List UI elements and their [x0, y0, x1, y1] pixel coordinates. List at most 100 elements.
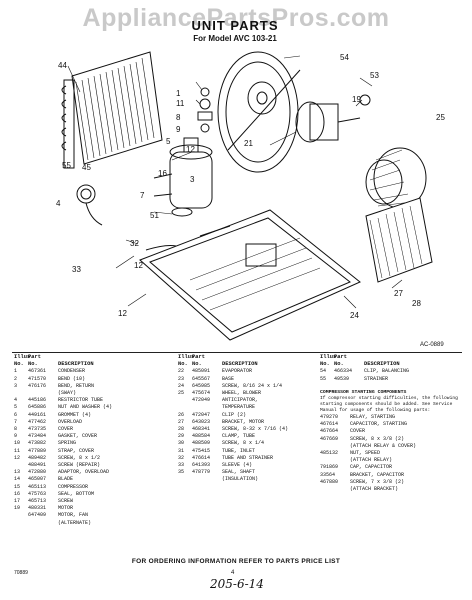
page-title: UNIT PARTS	[191, 18, 279, 33]
parts-row: 54 466334 CLIP, BALANCING	[320, 368, 460, 375]
illus-number: 11	[14, 447, 21, 454]
callout-label: 12	[134, 261, 143, 270]
model-subtitle: For Model AVC 103-21	[193, 34, 277, 43]
part-description: SCREW, 8 x 1/2	[58, 454, 101, 461]
part-number: 476614	[192, 454, 211, 461]
part-description: TEMPERATURE	[222, 404, 256, 411]
part-description: CLIP (2)	[222, 411, 247, 418]
part-number: 465113	[28, 483, 47, 490]
page-number: 4	[231, 570, 235, 576]
part-description: ADAPTOR, OVERLOAD	[58, 469, 110, 476]
part-number: 472047	[192, 411, 211, 418]
part-description: SPRING	[58, 440, 77, 447]
illus-number: 29	[178, 433, 185, 440]
fan-motor	[295, 94, 371, 143]
part-description: MOTOR	[58, 505, 74, 512]
parts-row: (SWAY)	[14, 390, 112, 397]
part-description: MOTOR, FAN	[58, 512, 89, 519]
callout-label: 54	[340, 53, 349, 62]
part-number: 466334	[334, 368, 353, 375]
part-number: 467614	[320, 421, 339, 428]
illus-number: 12	[14, 454, 21, 461]
ordering-footer: FOR ORDERING INFORMATION REFER TO PARTS …	[131, 558, 341, 565]
condenser-coil	[61, 51, 163, 169]
illus-number: 32	[178, 454, 185, 461]
part-description: CLIP, BALANCING	[364, 368, 410, 375]
illus-number: 23	[178, 375, 185, 382]
illus-number: 54	[320, 368, 327, 375]
part-number: 488491	[28, 462, 47, 469]
part-description: EVAPORATOR	[222, 368, 253, 375]
parts-row: (ALTERNATE)	[14, 520, 112, 527]
part-description: SEAL, BOTTOM	[58, 490, 95, 497]
callout-label: 25	[436, 113, 445, 122]
part-number: 472049	[192, 397, 211, 404]
illus-number: 9	[14, 433, 18, 440]
illus-number: 15	[14, 483, 21, 490]
part-description: TUBE AND STRAINER	[222, 454, 274, 461]
callout-label: 12	[118, 309, 127, 318]
callout-label: 1	[176, 89, 181, 98]
part-description: STRAP, COVER	[58, 447, 95, 454]
part-number: 480331	[28, 505, 47, 512]
part-number: 472880	[28, 469, 47, 476]
illus-number: 2	[14, 375, 18, 382]
compressor-components-heading: COMPRESSOR STARTING COMPONENTS	[320, 389, 407, 395]
column-header: No.No.DESCRIPTION	[320, 361, 400, 368]
illus-number: 24	[178, 382, 185, 389]
part-description: TUBE, INLET	[222, 447, 256, 454]
part-number: 473735	[28, 426, 47, 433]
part-number: 478779	[192, 469, 211, 476]
part-number: 791869	[320, 464, 339, 471]
callout-label: 33	[72, 265, 81, 274]
illus-number: 10	[14, 440, 21, 447]
restrictor-coil	[76, 184, 103, 226]
part-description: SCREW, 7 x 3/8 (2)	[350, 478, 405, 485]
callout-label: 19	[352, 95, 361, 104]
part-number: 475415	[192, 447, 211, 454]
illus-number: 14	[14, 476, 21, 483]
part-description: GROMMET (4)	[58, 411, 92, 418]
callout-label: 12	[186, 145, 195, 154]
part-description: SCREW	[58, 498, 74, 505]
starting-component-row: (ATTACH RELAY)	[320, 457, 460, 464]
illus-number: 22	[178, 368, 185, 375]
part-number: 476176	[28, 382, 47, 389]
compressor-components-note: If compressor starting difficulties, the…	[320, 396, 458, 414]
illus-number: 13	[14, 469, 21, 476]
illus-number: 28	[178, 426, 185, 433]
callout-label: 55	[62, 161, 71, 170]
parts-row: (INSULATION)	[178, 476, 288, 483]
part-number: 467669	[320, 435, 339, 442]
drawing-code: AC-0889	[420, 342, 444, 348]
part-description: BRACKET, MOTOR	[222, 418, 265, 425]
illus-number: 31	[178, 447, 185, 454]
part-number: 465713	[28, 498, 47, 505]
parts-row: 32 476614 TUBE AND STRAINER	[178, 455, 288, 462]
part-number: 473484	[28, 433, 47, 440]
part-description: (SWAY)	[58, 390, 77, 397]
